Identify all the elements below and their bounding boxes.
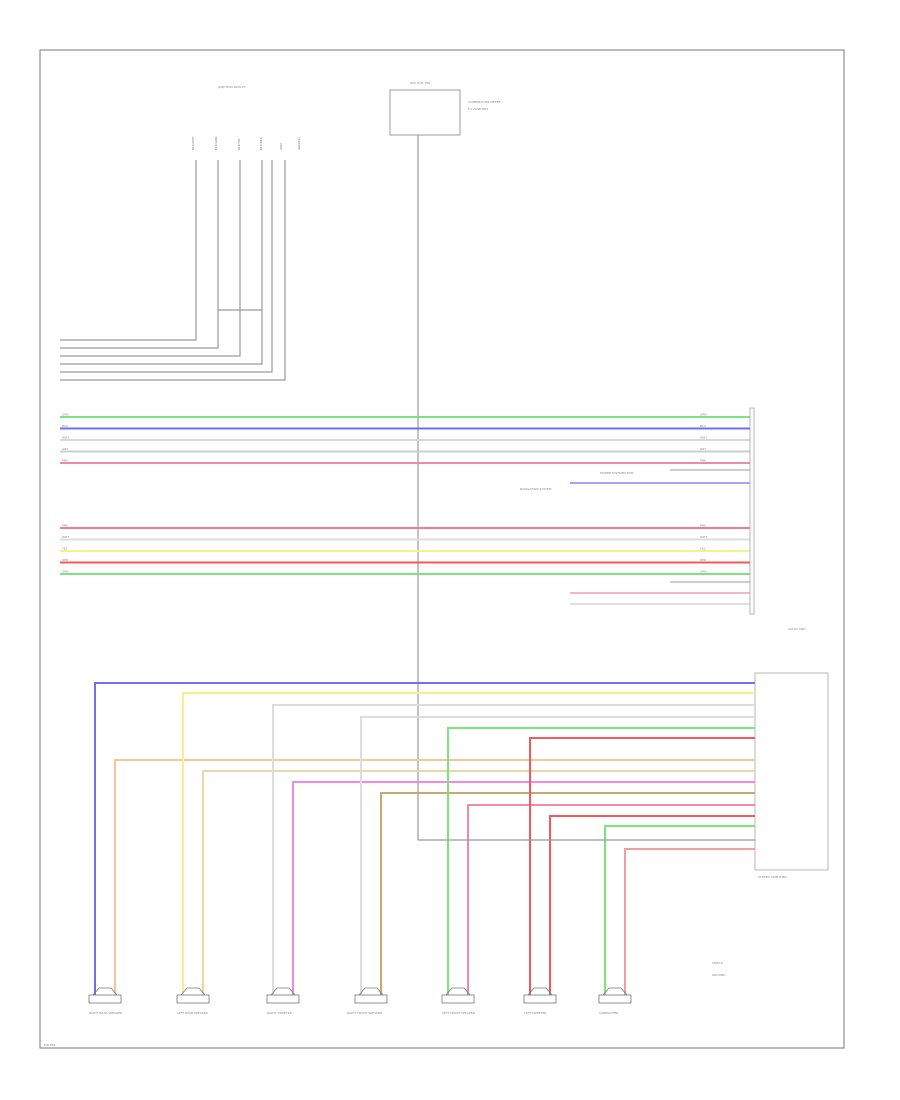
bus-wire-label: PNK (62, 459, 69, 463)
bus-wire-label: GRY (62, 447, 68, 451)
speaker-label: LEFT REAR SPEAKER (177, 1011, 208, 1015)
bus-wire-label: BLU (62, 424, 68, 428)
speaker-icon (441, 994, 475, 1004)
speaker-wire (447, 727, 755, 995)
top-wire-label: BLK/WHT (191, 136, 195, 150)
bus-wire-label: RED (62, 558, 69, 562)
bus-wire-label: WHT (700, 535, 707, 539)
bus-wire-label: YEL (700, 547, 706, 551)
speaker-icon (523, 994, 557, 1004)
speaker-cone-icon (527, 987, 553, 996)
top-module: W/S PJ EL PNL COMBINATION METER F/L FUSE… (389, 81, 501, 840)
speaker-cone-icon (445, 987, 471, 996)
bus-wire-label: RED (700, 558, 707, 562)
amplifier-box (754, 672, 829, 871)
speaker-wire (202, 770, 755, 995)
legend-item: GROUND (712, 973, 726, 977)
speaker-label: RIGHT TWEETER (267, 1011, 292, 1015)
top-wire-label: GRN/BLU (297, 137, 301, 150)
legend-item: SHIELD (712, 961, 724, 965)
speaker-wire (604, 825, 755, 995)
top-wire-labels: BLK/WHT BLK/GRN BLK/YEL BLK/RED GRN GRN/… (191, 136, 301, 150)
legend: SHIELD GROUND (712, 961, 726, 977)
speaker-wire (360, 716, 755, 995)
speaker-wire (292, 781, 755, 995)
top-wire-label: BLK/RED (259, 136, 263, 150)
top-module-sub: F/L FUSE BOX (468, 107, 488, 111)
bus-wire-label: WHT (62, 535, 69, 539)
speaker-wire (467, 804, 755, 995)
bus-group-1: GRN GRN BLU BLU WHT WHT GRY GRY PNK PNK (60, 413, 750, 484)
top-module-label: W/S PJ EL PNL (410, 81, 431, 85)
speaker-icon (354, 994, 388, 1004)
bus-wire-label: BLU (700, 424, 706, 428)
speaker-wire (380, 792, 755, 995)
top-wire-label: GRN (279, 143, 283, 150)
top-wire-label: BLK/GRN (214, 137, 218, 150)
bus-wire-label: GRN (700, 413, 707, 417)
bus-wire-label: PNK (62, 524, 69, 528)
feeder-wire (60, 160, 219, 349)
speaker-wire (114, 759, 755, 995)
top-module-box (389, 89, 461, 136)
diagram-frame (39, 49, 845, 1049)
speaker-cone-icon (358, 987, 384, 996)
speaker-icon (266, 994, 300, 1004)
speaker-icon (88, 994, 122, 1004)
speaker-label: RIGHT FRONT SPEAKER (347, 1011, 382, 1015)
bus-wire-label: GRN (62, 570, 69, 574)
speaker-wire (549, 815, 755, 995)
speaker-wire (529, 737, 755, 995)
bus-wire-label: GRN (62, 413, 69, 417)
speaker-cone-icon (602, 987, 628, 996)
feeder-wire (60, 160, 197, 341)
bus-wire-label: GRY (700, 447, 706, 451)
bus-group-2: PNK PNK WHT WHT YEL YEL RED RED GRN GRN (60, 524, 750, 605)
speaker-cone-icon (270, 987, 296, 996)
speaker-wire (94, 682, 755, 995)
speaker-label: SUBWOOFER (599, 1011, 618, 1015)
bus-wire-label: GRN (700, 570, 707, 574)
speaker-icon (598, 994, 632, 1004)
bus-wire-label: WHT (62, 436, 69, 440)
top-feeders (60, 160, 286, 381)
audio-unit-connector (749, 407, 755, 615)
speaker-wire (272, 704, 755, 995)
side-note-nav: NAVIGATION SYSTEM (520, 487, 552, 491)
bus-wire-label: WHT (700, 436, 707, 440)
junction-left-label: JUNCTION ROW P1 (217, 85, 246, 89)
amplifier-label: STEREO AMPLIFIER (758, 875, 787, 879)
bus-wire-label: PNK (700, 459, 707, 463)
top-wire-label: BLK/YEL (237, 138, 241, 150)
speaker-wire (624, 848, 755, 995)
feeder-wire (60, 160, 286, 381)
top-module-desc: COMBINATION METER (468, 100, 501, 104)
speaker-label: LEFT TWEETER (524, 1011, 546, 1015)
feeder-wire (60, 160, 263, 365)
speaker-label: LEFT FRONT SPEAKER (442, 1011, 475, 1015)
feeder-wire (60, 160, 273, 373)
speaker-cone-icon (92, 987, 118, 996)
speaker-icon (176, 994, 210, 1004)
feeder-wire (60, 160, 241, 357)
speaker-label: RIGHT REAR SPEAKER (89, 1011, 122, 1015)
speaker-wire (182, 692, 755, 995)
bus-wire-label: YEL (62, 547, 68, 551)
speaker-cone-icon (180, 987, 206, 996)
bottom-ref-label: PJ4-084 (44, 1043, 56, 1047)
speaker-group: RIGHT REAR SPEAKER LEFT REAR SPEAKER RIGHT… (88, 682, 755, 1015)
side-note-power: POWER DISTRIBUTION (600, 471, 634, 475)
audio-unit-label: AUDIO UNIT (788, 627, 806, 631)
bus-wire-label: PNK (700, 524, 707, 528)
